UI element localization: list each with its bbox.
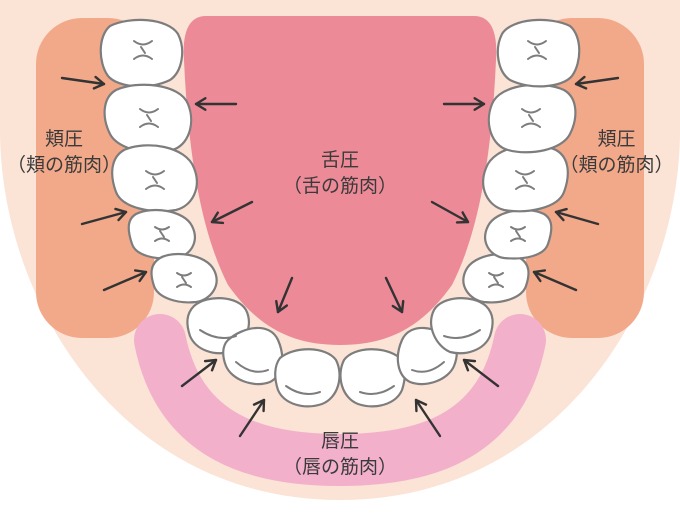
incisor-edge-line: [199, 329, 237, 339]
cheek-pressure-subtitle-right: （頬の筋肉）: [559, 154, 674, 176]
tongue-pressure-label: 舌圧 （舌の筋肉）: [270, 147, 410, 199]
molar-groove: [521, 108, 541, 128]
molar-groove: [488, 272, 504, 288]
incisor-edge-line: [235, 361, 269, 373]
cheek-pressure-arrow-left: [60, 75, 106, 90]
cheek-pressure-arrow-right: [554, 207, 600, 226]
tongue-pressure-arrow-right: [430, 200, 470, 224]
lip-muscle: [134, 314, 546, 487]
incisor-edge-line: [359, 385, 395, 395]
molar-groove: [515, 170, 535, 190]
lip-pressure-arrow-left: [180, 358, 218, 388]
tooth-right-canine: [430, 297, 494, 355]
cheek-pressure-label-left: 頬圧 （頬の筋肉）: [0, 126, 128, 178]
tongue-pressure-arrow-left: [194, 97, 238, 111]
lip-pressure-arrow-left: [238, 398, 266, 438]
molar-groove: [176, 272, 192, 288]
molar-groove: [139, 108, 159, 128]
cheek-pressure-label-right: 頬圧 （頬の筋肉）: [553, 126, 680, 178]
cheek-pressure-title-left: 頬圧: [44, 128, 83, 150]
tongue-pressure-subtitle: （舌の筋肉）: [282, 175, 397, 197]
molar-groove: [510, 226, 526, 242]
tooth-left-molar-1: [99, 18, 184, 88]
cheek-pressure-title-right: 頬圧: [597, 128, 636, 150]
cheek-pressure-arrow-right: [574, 75, 620, 90]
lip-pressure-arrow-right: [414, 398, 442, 438]
incisor-edge-line: [285, 385, 321, 395]
tongue-pressure-arrow-right: [442, 97, 486, 111]
tooth-right-incisor-1: [339, 348, 406, 408]
cheek-pressure-arrow-right: [532, 269, 578, 292]
tongue-pressure-arrow-left: [210, 200, 254, 225]
lip-pressure-subtitle: （唇の筋肉）: [282, 456, 397, 478]
tongue-pressure-title: 舌圧: [320, 149, 359, 171]
teeth: [99, 18, 581, 408]
molar-groove: [133, 40, 153, 60]
cheek-pressure-arrow-left: [80, 207, 128, 226]
incisor-edge-line: [411, 361, 445, 373]
lip-pressure-label: 唇圧 （唇の筋肉）: [270, 428, 410, 480]
cheek-pressure-arrow-left: [102, 269, 148, 292]
molar-groove: [527, 40, 547, 60]
tongue: [183, 16, 497, 345]
tongue-pressure-arrow-left: [275, 276, 294, 314]
incisor-edge-line: [443, 329, 481, 339]
molar-groove: [154, 226, 170, 242]
pressure-arrows: [60, 75, 620, 438]
tooth-left-incisor-1: [274, 348, 341, 408]
cheek-pressure-subtitle-left: （頬の筋肉）: [6, 154, 121, 176]
lip-pressure-title: 唇圧: [320, 430, 359, 452]
molar-groove: [145, 170, 165, 190]
tooth-grooves: [133, 40, 547, 395]
tooth-left-premolar-2: [150, 252, 218, 304]
tongue-pressure-arrow-right: [384, 276, 405, 314]
lip-pressure-arrow-right: [462, 358, 500, 388]
